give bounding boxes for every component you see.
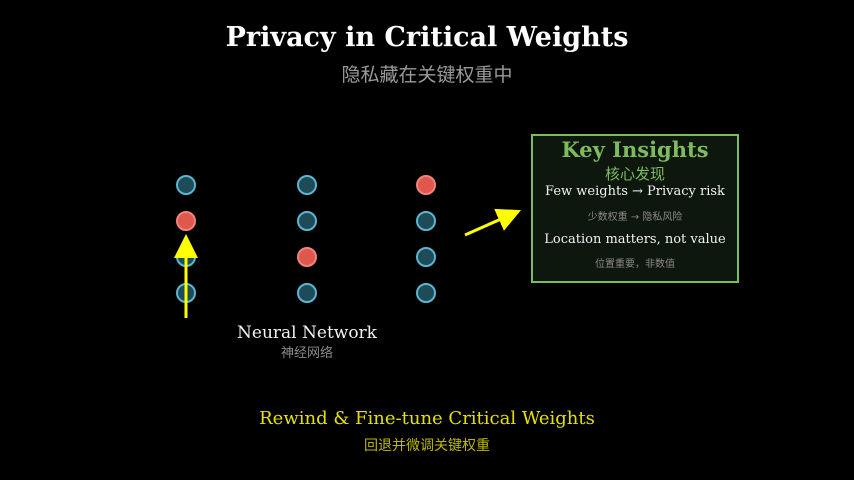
insights-title: Key Insights [561,137,709,162]
weight-node [416,211,436,231]
critical-weight-node [176,211,196,231]
insight-note-2: 位置重要，非数值 [595,259,675,270]
insight-note-1: 少数权重 → 隐私风险 [587,212,683,223]
weight-node [416,283,436,303]
insight-line-2: Location matters, not value [544,232,726,247]
network-sublabel: 神经网络 [280,346,333,361]
weight-node [176,175,196,195]
weight-node [297,175,317,195]
key-insights-panel: Key Insights 核心发现 Few weights → Privacy … [531,134,739,283]
network-label: Neural Network [237,323,377,343]
footer-label: Rewind & Fine-tune Critical Weights [259,408,595,429]
page-subtitle: 隐私藏在关键权重中 [341,64,513,86]
critical-weight-node [416,175,436,195]
insight-line-1: Few weights → Privacy risk [545,184,725,199]
weight-node [297,283,317,303]
insight-pointer-arrow [464,208,521,237]
insights-subtitle: 核心发现 [604,165,665,183]
page-title: Privacy in Critical Weights [225,22,629,53]
critical-weight-node [297,247,317,267]
footer-sublabel: 回退并微调关键权重 [364,438,490,454]
network-nodes [176,175,436,303]
weight-node [297,211,317,231]
weight-node [416,247,436,267]
